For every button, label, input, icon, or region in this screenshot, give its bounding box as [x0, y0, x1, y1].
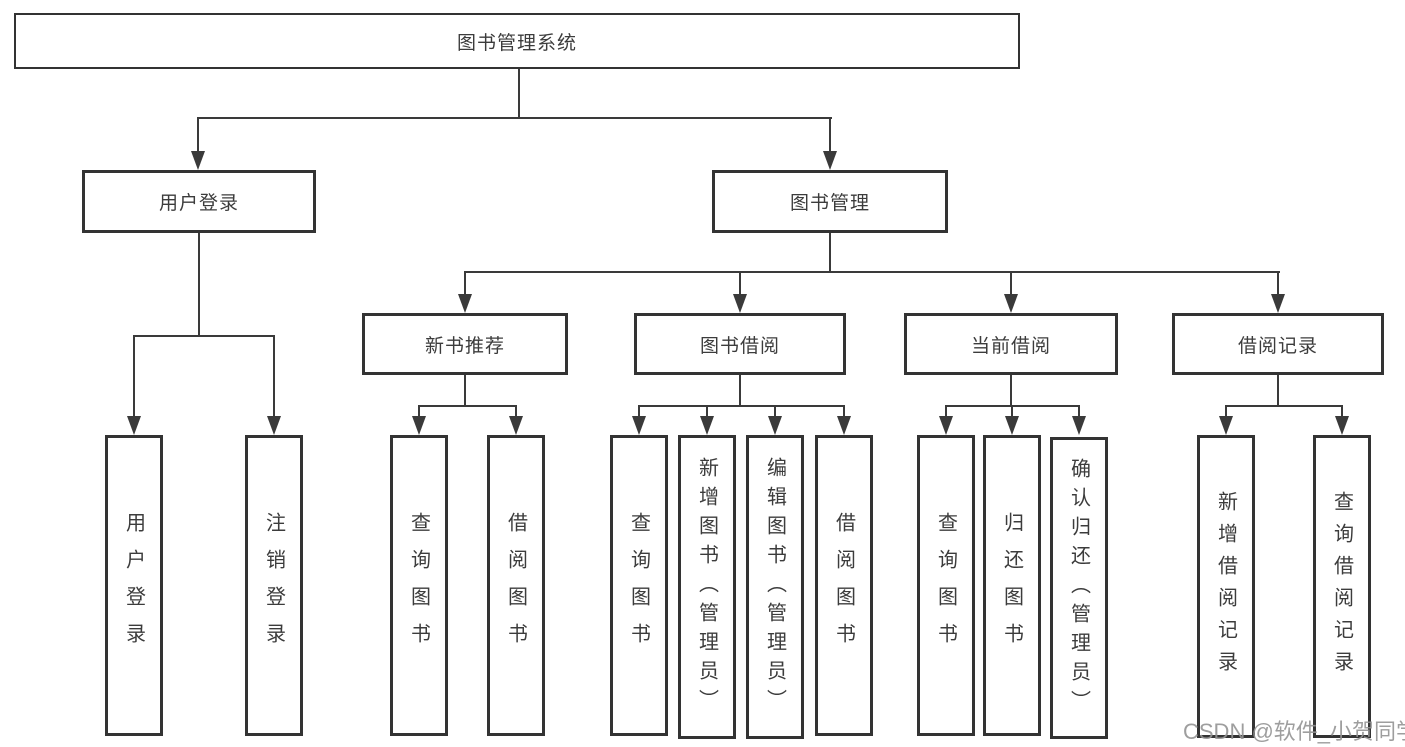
connector-line — [1010, 271, 1012, 296]
arrowhead-down-icon — [267, 416, 281, 435]
connector-line — [464, 271, 466, 296]
connector-line — [706, 405, 708, 418]
connector-line — [739, 271, 741, 296]
connector-line — [1011, 405, 1013, 418]
node-current-borrowing: 当前借阅 — [904, 313, 1118, 375]
arrowhead-down-icon — [939, 416, 953, 435]
connector-line — [464, 271, 1280, 273]
leaf-label: 查询借阅记录 — [1330, 490, 1353, 683]
arrowhead-down-icon — [700, 416, 714, 435]
leaf-label: 归还图书 — [1000, 511, 1023, 660]
leaf-add-books-admin: 新增图书（管理员） — [678, 435, 736, 739]
connector-line — [843, 405, 845, 418]
connector-line — [1078, 405, 1080, 418]
node-label: 新书推荐 — [424, 335, 505, 357]
arrowhead-down-icon — [1005, 416, 1019, 435]
connector-line — [638, 405, 845, 407]
arrowhead-down-icon — [412, 416, 426, 435]
leaf-label: 查询图书 — [627, 511, 650, 660]
arrowhead-down-icon — [837, 416, 851, 435]
node-user-login: 用户登录 — [82, 170, 316, 233]
connector-line — [1225, 405, 1343, 407]
leaf-logout: 注销登录 — [245, 435, 303, 736]
connector-line — [1277, 271, 1279, 296]
connector-line — [829, 117, 831, 153]
connector-line — [133, 335, 275, 337]
leaf-label: 注销登录 — [262, 511, 285, 660]
connector-line — [1225, 405, 1227, 418]
leaf-label: 查询图书 — [407, 511, 430, 660]
connector-line — [1010, 375, 1012, 407]
connector-line — [273, 335, 275, 418]
node-new-book-recommend: 新书推荐 — [362, 313, 568, 375]
node-borrowing-records: 借阅记录 — [1172, 313, 1384, 375]
arrowhead-down-icon — [1004, 294, 1018, 313]
leaf-return-books: 归还图书 — [983, 435, 1041, 736]
connector-line — [198, 233, 200, 336]
arrowhead-down-icon — [1271, 294, 1285, 313]
leaf-add-borrow-record: 新增借阅记录 — [1197, 435, 1255, 738]
leaf-label: 用户登录 — [122, 511, 145, 660]
arrowhead-down-icon — [1335, 416, 1349, 435]
leaf-label: 借阅图书 — [504, 511, 527, 660]
connector-line — [1341, 405, 1343, 418]
connector-line — [418, 405, 517, 407]
leaf-query-books-recommend: 查询图书 — [390, 435, 448, 736]
leaf-confirm-return-admin: 确认归还（管理员） — [1050, 437, 1108, 739]
leaf-query-books-borrowing: 查询图书 — [610, 435, 668, 736]
arrowhead-down-icon — [823, 151, 837, 170]
arrowhead-down-icon — [127, 416, 141, 435]
connector-line — [638, 405, 640, 418]
leaf-label: 新增图书（管理员） — [695, 456, 718, 718]
node-label: 当前借阅 — [970, 335, 1051, 357]
leaf-borrow-books-recommend: 借阅图书 — [487, 435, 545, 736]
leaf-label: 确认归还（管理员） — [1067, 457, 1090, 719]
connector-line — [739, 375, 741, 407]
leaf-edit-books-admin: 编辑图书（管理员） — [746, 435, 804, 739]
connector-line — [829, 233, 831, 272]
arrowhead-down-icon — [632, 416, 646, 435]
leaf-borrow-books: 借阅图书 — [815, 435, 873, 736]
connector-line — [133, 335, 135, 418]
arrowhead-down-icon — [509, 416, 523, 435]
node-label: 用户登录 — [158, 193, 239, 214]
connector-line — [945, 405, 947, 418]
connector-line — [418, 405, 420, 418]
arrowhead-down-icon — [458, 294, 472, 313]
connector-line — [197, 117, 199, 153]
arrowhead-down-icon — [1219, 416, 1233, 435]
node-book-management: 图书管理 — [712, 170, 948, 233]
connector-line — [774, 405, 776, 418]
node-label: 图书管理系统 — [456, 32, 577, 54]
node-book-borrowing: 图书借阅 — [634, 313, 846, 375]
arrowhead-down-icon — [768, 416, 782, 435]
arrowhead-down-icon — [191, 151, 205, 170]
connector-line — [197, 117, 832, 119]
arrowhead-down-icon — [733, 294, 747, 313]
node-label: 借阅记录 — [1237, 335, 1318, 357]
leaf-label: 借阅图书 — [832, 511, 855, 660]
leaf-query-borrow-record: 查询借阅记录 — [1313, 435, 1371, 738]
leaf-query-books-current: 查询图书 — [917, 435, 975, 736]
leaf-label: 新增借阅记录 — [1214, 490, 1237, 683]
connector-line — [518, 69, 520, 119]
connector-line — [1277, 375, 1279, 407]
node-label: 图书借阅 — [699, 335, 780, 357]
arrowhead-down-icon — [1072, 416, 1086, 435]
connector-line — [515, 405, 517, 418]
leaf-user-login: 用户登录 — [105, 435, 163, 736]
leaf-label: 查询图书 — [934, 511, 957, 660]
connector-line — [464, 375, 466, 407]
leaf-label: 编辑图书（管理员） — [763, 456, 786, 718]
csdn-watermark: CSDN @软件_小贺同学 — [1183, 719, 1405, 744]
node-label: 图书管理 — [789, 193, 870, 214]
node-library-management-system: 图书管理系统 — [14, 13, 1020, 69]
